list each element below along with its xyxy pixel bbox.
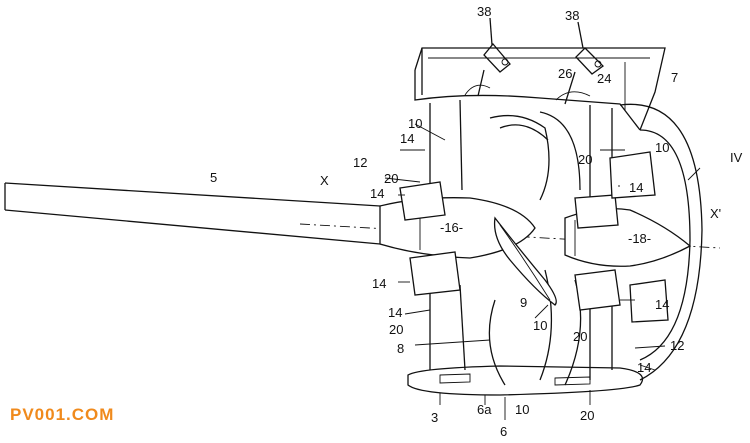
label-16: -16-	[440, 220, 463, 235]
label-10-upper-left: 10	[408, 116, 422, 131]
label-14-left: 14	[370, 186, 384, 201]
label-3: 3	[431, 410, 438, 425]
label-38-left: 38	[477, 4, 491, 19]
label-14-lower-right: 14	[655, 297, 669, 312]
actuator-left	[477, 17, 511, 97]
label-18: -18-	[628, 231, 651, 246]
propeller-blade	[493, 216, 557, 306]
label-14-lower-left: 14	[372, 276, 386, 291]
upper-housing	[414, 47, 666, 131]
label-20-lower-center: 20	[573, 329, 587, 344]
label-7: 7	[671, 70, 678, 85]
label-20-upper-right: 20	[578, 152, 592, 167]
label-20-lower-left: 20	[389, 322, 403, 337]
watermark: PV001.COM	[10, 405, 115, 424]
label-14-upper-left: 14	[400, 131, 414, 146]
label-6: 6	[500, 424, 507, 439]
label-9: 9	[520, 295, 527, 310]
label-12-right: 12	[670, 338, 684, 353]
label-24: 24	[597, 71, 611, 86]
lower-housing	[407, 365, 644, 396]
label-X-prime: X'	[710, 206, 721, 221]
label-10-lower-center: 10	[533, 318, 547, 333]
vanes	[399, 151, 669, 323]
label-12-left: 12	[353, 155, 367, 170]
label-IV: IV	[730, 150, 743, 165]
rear-ring	[619, 103, 703, 381]
label-10-bottom: 10	[515, 402, 529, 417]
label-38-right: 38	[565, 8, 579, 23]
label-14-lower-left-2: 14	[388, 305, 402, 320]
label-8: 8	[397, 341, 404, 356]
leader-lines	[384, 123, 701, 420]
label-10-upper-right: 10	[655, 140, 669, 155]
label-6a: 6a	[477, 402, 492, 417]
label-20-upper-left: 20	[384, 171, 398, 186]
label-X: X	[320, 173, 329, 188]
actuator-right	[564, 21, 604, 105]
label-5: 5	[210, 170, 217, 185]
label-20-bottom: 20	[580, 408, 594, 423]
label-14-upper-right: 14	[629, 180, 643, 195]
label-14-bottom-right: 14	[637, 360, 651, 375]
label-26: 26	[558, 66, 572, 81]
